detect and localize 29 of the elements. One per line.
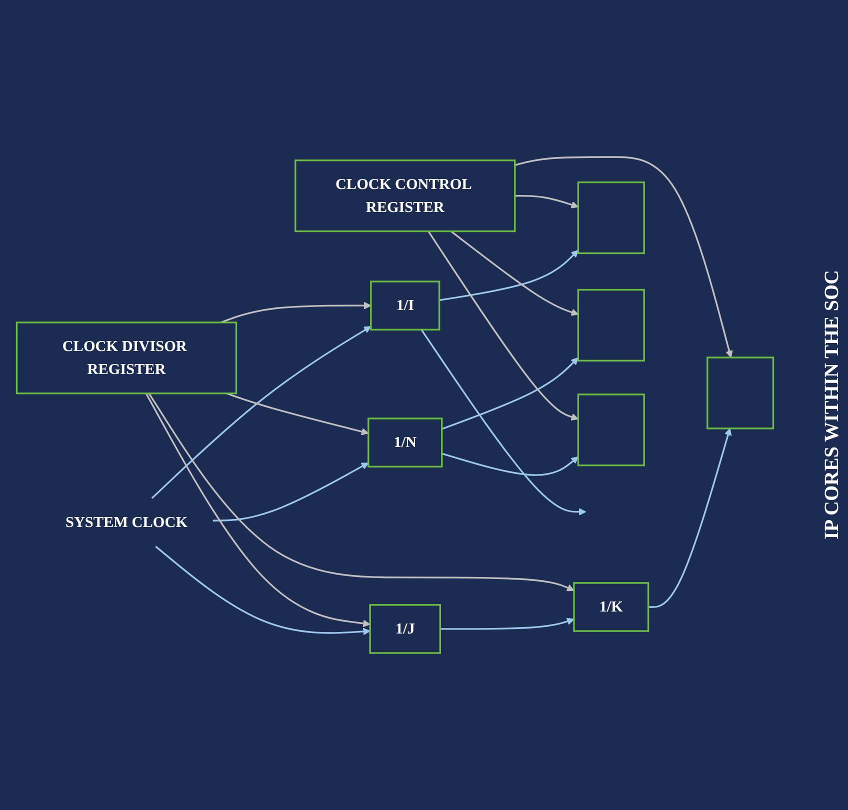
side-label: IP CORES WITHIN THE SOC bbox=[821, 270, 844, 540]
arrow bbox=[145, 392, 370, 628]
arrow bbox=[151, 326, 372, 499]
arrow bbox=[514, 156, 733, 358]
arrow bbox=[220, 302, 372, 324]
node-box: CLOCK CONTROL REGISTER bbox=[294, 160, 516, 232]
arrow bbox=[514, 194, 579, 208]
arrow bbox=[226, 392, 369, 436]
node-box bbox=[577, 394, 645, 466]
arrow bbox=[148, 392, 574, 592]
node-box bbox=[577, 288, 645, 362]
arrow bbox=[442, 357, 579, 430]
node-box bbox=[706, 356, 774, 430]
node-box: 1/N bbox=[368, 418, 443, 468]
node-box: 1/I bbox=[370, 280, 440, 330]
arrow bbox=[428, 230, 579, 420]
arrow bbox=[439, 250, 579, 302]
arrow bbox=[440, 618, 574, 630]
arrow bbox=[450, 230, 579, 316]
arrow bbox=[648, 428, 732, 608]
arrow bbox=[442, 452, 579, 476]
node-box: 1/J bbox=[369, 604, 442, 654]
node-box: CLOCK DIVISOR REGISTER bbox=[16, 322, 238, 394]
node-text: SYSTEM CLOCK bbox=[66, 513, 188, 530]
node-box: 1/K bbox=[573, 582, 650, 632]
arrow bbox=[155, 546, 370, 636]
arrow bbox=[420, 329, 586, 516]
arrow bbox=[212, 462, 369, 522]
node-box bbox=[577, 181, 645, 254]
